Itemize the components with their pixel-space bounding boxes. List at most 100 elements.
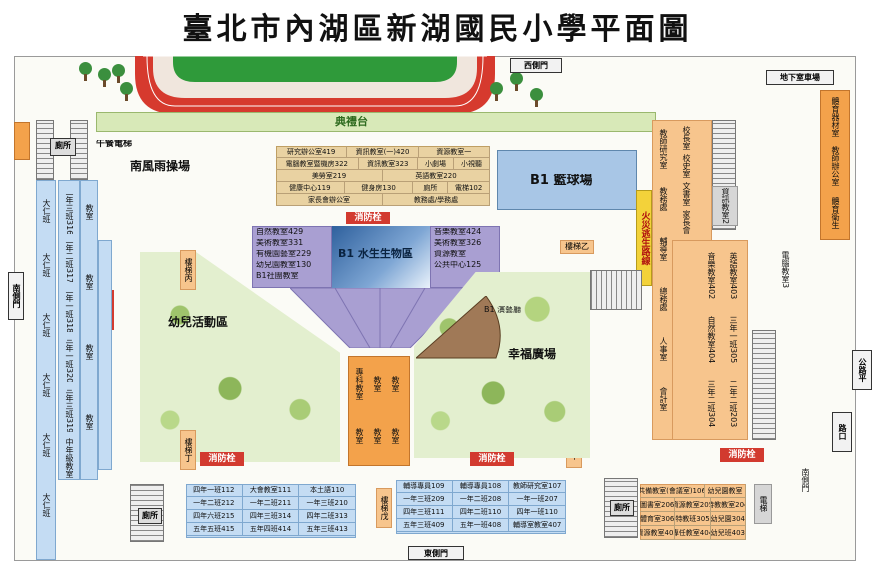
stage-svg bbox=[414, 295, 501, 359]
room: 幼兒園教室130 bbox=[256, 261, 312, 269]
running-track bbox=[135, 55, 495, 116]
room: 五年三班413 bbox=[299, 523, 357, 536]
south-gate-label: 南側門 bbox=[801, 468, 810, 492]
left-col-a-label: 大仁班 bbox=[42, 199, 51, 223]
center-bottom-col-rows: 專科教室 教室 教室 教室 教室 教室 bbox=[350, 358, 408, 462]
stairs-e: 樓梯戊 bbox=[376, 488, 392, 528]
room: 輔導室 bbox=[659, 237, 668, 261]
left-col-b-label: 三年一班320 bbox=[65, 338, 74, 382]
left-col-a bbox=[36, 180, 56, 560]
room: 一年三班209 bbox=[396, 493, 453, 506]
room: 共備教室(會議室)106 bbox=[640, 484, 705, 498]
room: 美勞室219 bbox=[276, 170, 383, 182]
toilet-bottom-left: 廁所 bbox=[138, 508, 162, 524]
left-col-c-label: 教室 bbox=[85, 344, 94, 360]
room: 圖書室206 bbox=[640, 498, 676, 512]
basketball-court bbox=[497, 150, 637, 210]
happy-plaza-label: 幸福廣場 bbox=[508, 348, 557, 361]
room: 五年五班415 bbox=[186, 523, 243, 536]
room: 電梯102 bbox=[448, 182, 490, 194]
room: 資訊教室323 bbox=[358, 158, 418, 170]
stairs-b: 樓梯乙 bbox=[560, 240, 594, 254]
south-side-gate: 南側門 bbox=[8, 272, 24, 320]
room: 本土語110 bbox=[299, 484, 357, 497]
room: 健身房130 bbox=[344, 182, 414, 194]
tree-icon bbox=[530, 88, 543, 107]
left-col-b-label: 二年二班317 bbox=[65, 238, 74, 282]
tree-icon bbox=[112, 64, 125, 83]
left-col-c-label: 教室 bbox=[85, 414, 94, 430]
bottom-left-grid bbox=[186, 484, 356, 538]
stairs-d: 樓梯丁 bbox=[180, 430, 196, 470]
room: 英語教室403 bbox=[729, 252, 738, 300]
room: 四年一班112 bbox=[186, 484, 243, 497]
b1-stage-label: B1 演藝廳 bbox=[484, 306, 522, 314]
room: 幼兒園304 bbox=[710, 512, 746, 526]
parking-label: 地下室車場 bbox=[766, 70, 834, 85]
left-col-d bbox=[98, 240, 112, 470]
room: 輔導專員108 bbox=[452, 480, 510, 493]
toilet-left: 廁所 bbox=[50, 138, 76, 156]
room: 三年一班305 bbox=[729, 316, 738, 364]
room: 五年四班414 bbox=[242, 523, 300, 536]
left-col-a-label: 大仁班 bbox=[42, 313, 51, 337]
left-col-b-label: 二年一班318 bbox=[65, 288, 74, 332]
room: 教室 bbox=[373, 428, 382, 444]
room: 電腦教室暨機房322 bbox=[276, 158, 359, 170]
toilet-bottom-right: 廁所 bbox=[610, 500, 634, 516]
room: 有機園藝室229 bbox=[256, 250, 312, 258]
corner-label: 路口 bbox=[832, 412, 852, 452]
room: 一年一班207 bbox=[509, 493, 567, 506]
fire-hydrant: 消防栓 bbox=[470, 452, 514, 466]
right-stairs-3 bbox=[590, 270, 642, 310]
room: 四年三班314 bbox=[242, 510, 300, 523]
left-col-c-label: 教室 bbox=[85, 274, 94, 290]
room: 教師辦公室 bbox=[831, 146, 840, 186]
left-col-c bbox=[80, 180, 98, 480]
room: 教師研究室 bbox=[659, 129, 668, 169]
bottom-far-right-grid bbox=[640, 484, 746, 540]
room: 輔導室教室407 bbox=[509, 519, 567, 532]
top-right-rooms bbox=[820, 90, 850, 240]
bottom-far-right-rows: 共備教室(會議室)106 幼兒園教室 圖書室206 資源教室205 特教教室20… bbox=[640, 484, 746, 540]
room: 一年二班212 bbox=[186, 497, 243, 510]
room: 四年二班313 bbox=[299, 510, 357, 523]
fire-escape-banner bbox=[636, 190, 652, 286]
basketball-label: B1 籃球場 bbox=[530, 174, 593, 188]
room: 二年二班203 bbox=[729, 380, 738, 428]
room: 健康中心119 bbox=[276, 182, 345, 194]
room: 廁所 bbox=[413, 182, 449, 194]
room: 教務處 bbox=[659, 187, 668, 211]
road-label: 公路平 bbox=[852, 350, 872, 390]
room: 自然教室429 bbox=[256, 228, 304, 236]
lunch-elevator-label: 午餐電梯 bbox=[96, 140, 133, 149]
room: 資訊教室(一)420 bbox=[347, 146, 419, 158]
room: 教室 bbox=[355, 428, 364, 444]
left-col-a-label: 大仁班 bbox=[42, 253, 51, 277]
tree-icon bbox=[98, 68, 111, 87]
room: 總務處 bbox=[659, 287, 668, 311]
room: 幼兒班403 bbox=[710, 526, 746, 540]
room: 資源教室一 bbox=[418, 146, 490, 158]
room: 四年一班110 bbox=[509, 506, 567, 519]
room: 英語教室220 bbox=[383, 170, 490, 182]
room: 教室 bbox=[391, 428, 400, 444]
tree-icon bbox=[79, 62, 92, 81]
room: 教師研究室107 bbox=[509, 480, 567, 493]
room: 教室 bbox=[373, 376, 382, 392]
center-right-wing-rows: 音樂教室424 美術教室326 資源教室 公共中心125 bbox=[434, 228, 498, 272]
elevator: 電梯 bbox=[754, 484, 772, 524]
tree-icon bbox=[120, 82, 133, 101]
room: B1社團教室 bbox=[256, 272, 299, 280]
left-col-b-label: 二年三班316 bbox=[65, 190, 74, 234]
room: 幼兒園教室 bbox=[705, 484, 746, 498]
left-orange-strip bbox=[14, 122, 30, 160]
kindergarten-label: 幼兒活動區 bbox=[168, 316, 229, 329]
room: 資源教室 bbox=[434, 250, 466, 258]
room: 五年一班408 bbox=[452, 519, 510, 532]
right-block-a-rows: 教師研究室 教務處 輔導室 總務處 人事室 會計室 bbox=[654, 124, 674, 424]
room: 輔導專員109 bbox=[396, 480, 453, 493]
tree-icon bbox=[490, 82, 503, 101]
room: 文書室 bbox=[682, 182, 691, 206]
room: 校長室 bbox=[682, 126, 691, 150]
